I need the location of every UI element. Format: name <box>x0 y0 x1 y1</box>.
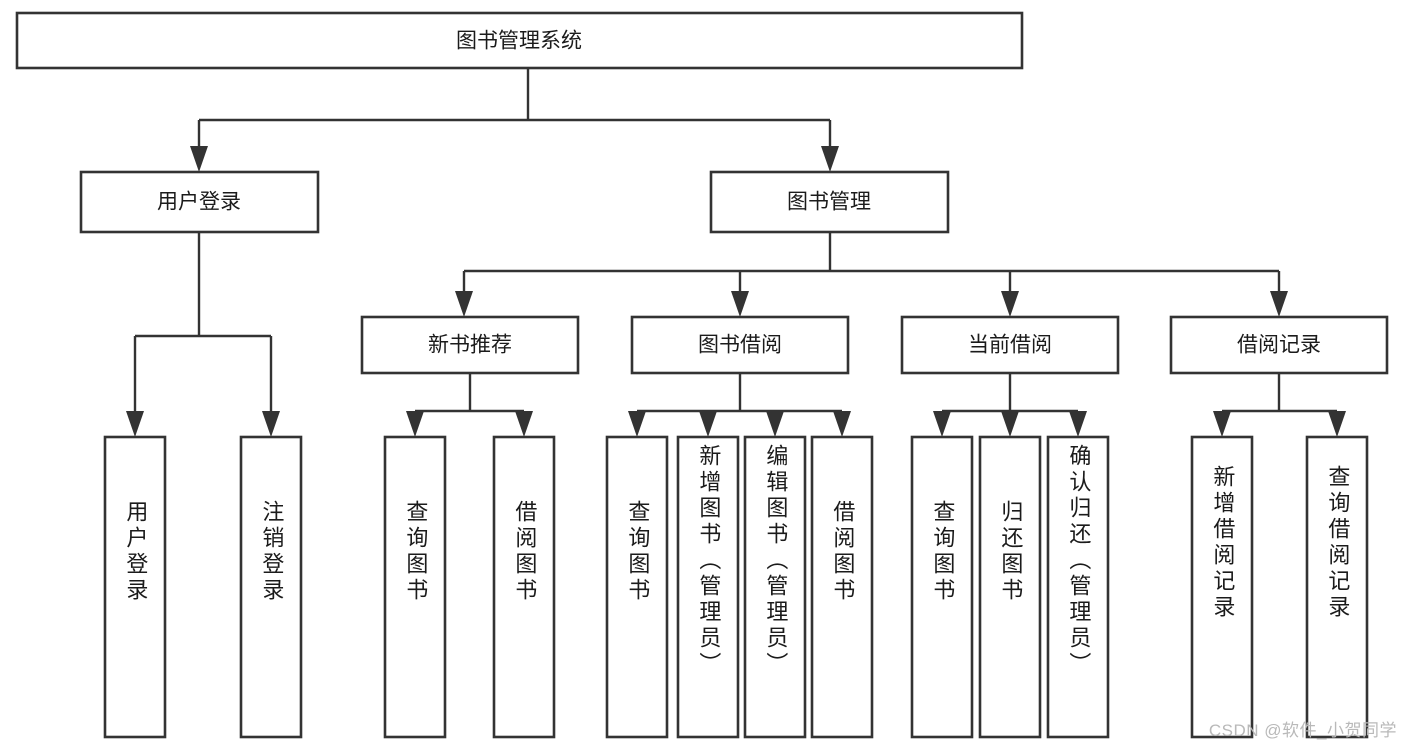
connector-group-root <box>190 68 839 172</box>
leaf-box-borrow-books-new[interactable] <box>492 435 556 739</box>
arrow-borrow-l3 <box>766 411 784 437</box>
node-current-borrow-box[interactable] <box>900 315 1120 375</box>
leaf-box-edit-book-admin[interactable] <box>743 435 807 739</box>
arrow-root-to-login <box>190 146 208 172</box>
arrow-newbooks-l1 <box>406 411 424 437</box>
arrow-login-leaf1 <box>126 411 144 437</box>
node-new-book-recommend-label: 新书推荐 <box>428 334 512 357</box>
leaf-box-logout[interactable] <box>239 435 303 739</box>
node-book-management[interactable]: 图书管理 <box>709 170 950 234</box>
node-book-borrow-box[interactable] <box>630 315 850 375</box>
node-borrow-records-box[interactable] <box>1169 315 1389 375</box>
arrow-current-l2 <box>1001 411 1019 437</box>
leaf-box-user-login[interactable] <box>103 435 167 739</box>
connector-group-bookmgmt <box>455 232 1288 317</box>
arrow-borrow-l2 <box>699 411 717 437</box>
arrow-records-l1 <box>1213 411 1231 437</box>
arrow-bookmgmt-c1 <box>455 291 473 317</box>
arrow-records-l2 <box>1328 411 1346 437</box>
connector-group-records <box>1213 373 1346 437</box>
node-book-management-label: 图书管理 <box>787 191 871 214</box>
csdn-watermark: CSDN @软件_小贺同学 <box>1208 721 1397 740</box>
node-borrow-records-label: 借阅记录 <box>1237 334 1321 357</box>
arrow-newbooks-l2 <box>515 411 533 437</box>
node-current-borrow[interactable]: 当前借阅 <box>900 315 1120 375</box>
connector-group-current <box>933 373 1087 437</box>
leaf-box-query-books-new[interactable] <box>383 435 447 739</box>
leaf-box-query-books-current[interactable] <box>910 435 974 739</box>
node-new-book-recommend[interactable]: 新书推荐 <box>360 315 580 375</box>
arrow-current-l1 <box>933 411 951 437</box>
arrow-borrow-l4 <box>833 411 851 437</box>
connector-group-login <box>126 232 280 437</box>
leaf-box-confirm-return-admin[interactable] <box>1046 435 1110 739</box>
node-root-box[interactable] <box>15 11 1024 70</box>
leaf-box-return-book[interactable] <box>978 435 1042 739</box>
node-current-borrow-label: 当前借阅 <box>968 334 1052 357</box>
connector-group-borrow <box>628 373 851 437</box>
arrow-bookmgmt-c4 <box>1270 291 1288 317</box>
arrow-login-leaf2 <box>262 411 280 437</box>
arrow-borrow-l1 <box>628 411 646 437</box>
node-user-login-box[interactable] <box>79 170 320 234</box>
node-book-borrow[interactable]: 图书借阅 <box>630 315 850 375</box>
leaf-box-borrow-book[interactable] <box>810 435 874 739</box>
node-new-book-recommend-box[interactable] <box>360 315 580 375</box>
node-book-management-box[interactable] <box>709 170 950 234</box>
connector-group-newbooks <box>406 373 533 437</box>
arrow-root-to-bookmgmt <box>821 146 839 172</box>
node-borrow-records[interactable]: 借阅记录 <box>1169 315 1389 375</box>
node-root[interactable]: 图书管理系统 <box>15 11 1024 70</box>
arrow-bookmgmt-c3 <box>1001 291 1019 317</box>
arrow-bookmgmt-c2 <box>731 291 749 317</box>
arrow-current-l3 <box>1069 411 1087 437</box>
leaf-box-query-books-borrow[interactable] <box>605 435 669 739</box>
node-root-label: 图书管理系统 <box>456 30 582 53</box>
leaf-box-query-borrow-record[interactable] <box>1305 435 1369 739</box>
node-book-borrow-label: 图书借阅 <box>698 334 782 357</box>
leaf-box-add-book-admin[interactable] <box>676 435 740 739</box>
node-user-login[interactable]: 用户登录 <box>79 170 320 234</box>
node-user-login-label: 用户登录 <box>157 191 241 214</box>
leaf-box-add-borrow-record[interactable] <box>1190 435 1254 739</box>
